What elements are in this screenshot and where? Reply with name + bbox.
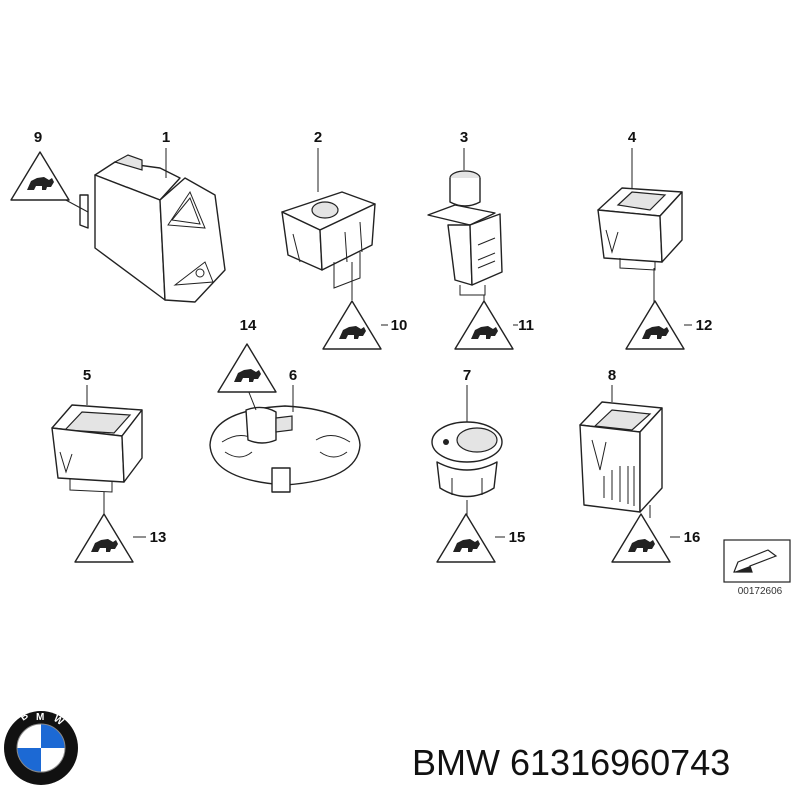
part-4-rocker-switch — [597, 148, 683, 302]
warning-triangle-icon-13 — [74, 513, 134, 563]
callout-15: 15 — [509, 529, 526, 546]
callout-8: 8 — [608, 367, 616, 384]
part-1-hazard-switch — [61, 148, 226, 303]
drawing-code: 00172606 — [738, 586, 783, 597]
warning-triangle-icon-14 — [217, 343, 277, 393]
warning-triangle-icon-15 — [436, 513, 496, 563]
callout-12: 12 — [696, 317, 713, 334]
part-8-ribbed-switch — [579, 385, 663, 518]
callout-16: 16 — [684, 529, 701, 546]
leader-lines — [133, 324, 692, 538]
part-2-rotary-switch — [281, 148, 376, 300]
direction-arrow-box — [723, 539, 791, 583]
part-3-pushbutton-switch — [427, 148, 503, 305]
callout-2: 2 — [314, 129, 322, 146]
svg-text:M: M — [36, 712, 44, 723]
warning-triangle-icon-10 — [322, 300, 382, 350]
warning-triangle-icon-11 — [454, 300, 514, 350]
callout-9: 9 — [34, 129, 42, 146]
callout-5: 5 — [83, 367, 91, 384]
part-number: 61316960743 — [510, 742, 731, 783]
part-5-switch — [51, 385, 143, 520]
warning-triangle-icon-9 — [10, 151, 70, 201]
callout-3: 3 — [460, 129, 468, 146]
brand-part-number: BMW 61316960743 — [412, 742, 730, 784]
warning-triangle-icon-16 — [611, 513, 671, 563]
callout-1: 1 — [162, 129, 170, 146]
bmw-roundel-logo: B M W — [4, 710, 78, 785]
brand-name: BMW — [412, 742, 500, 783]
callout-10: 10 — [391, 317, 408, 334]
part-7-round-switch — [431, 385, 503, 518]
callout-6: 6 — [289, 367, 297, 384]
warning-triangle-icon-12 — [625, 300, 685, 350]
callout-13: 13 — [150, 529, 167, 546]
callout-4: 4 — [628, 129, 637, 146]
part-6-cover-plate — [209, 385, 361, 493]
callout-11: 11 — [518, 317, 534, 334]
callout-7: 7 — [463, 367, 471, 384]
callout-14: 14 — [240, 317, 257, 334]
